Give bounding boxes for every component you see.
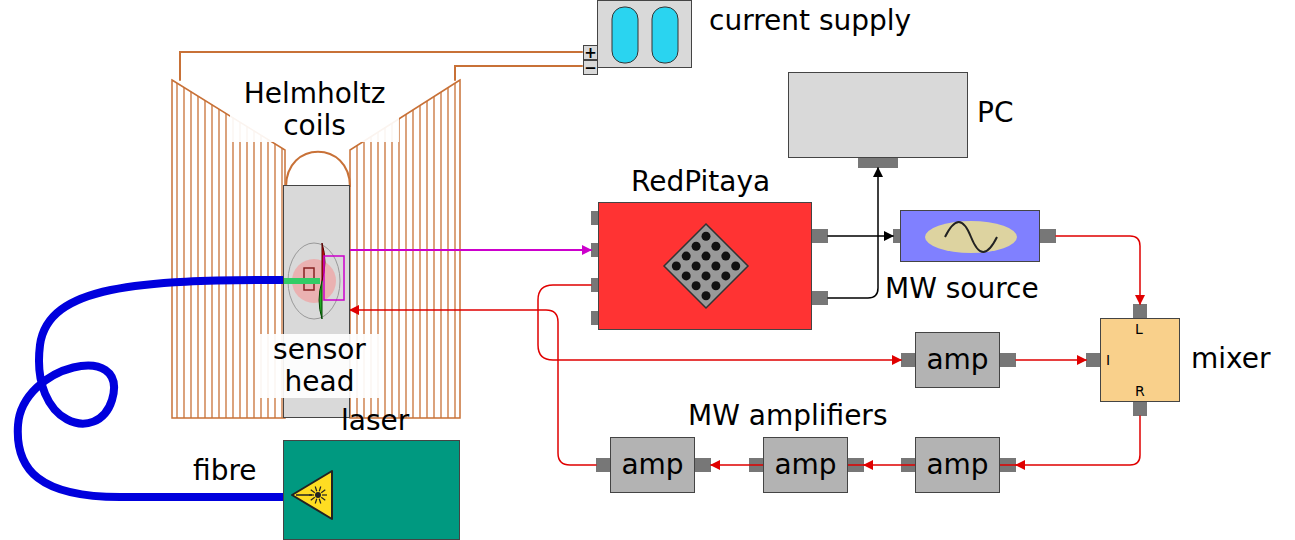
amplifier: amp — [610, 437, 695, 493]
device-label: amp — [611, 449, 694, 481]
amplifier: amp — [763, 437, 848, 493]
signal-connector — [828, 168, 878, 298]
signal-connector — [350, 249, 591, 251]
port-label: L — [1135, 321, 1143, 337]
amplifier: amp — [915, 332, 1000, 388]
device-label: amp — [764, 449, 847, 481]
rp-illustration — [599, 203, 813, 331]
device-label: sensor head — [260, 334, 379, 398]
port-label: R — [1135, 383, 1145, 399]
mw-source: MW source — [900, 210, 1040, 262]
supply-illustration — [598, 1, 693, 69]
pc: PC — [788, 72, 968, 158]
laser: laser — [283, 440, 460, 540]
device-label: PC — [977, 97, 1013, 129]
ports — [591, 158, 1147, 472]
signal-connector — [1056, 236, 1140, 304]
supply-wire — [180, 52, 582, 80]
signal-connector — [1016, 359, 1086, 361]
laser-illustration — [284, 441, 461, 540]
mw-illustration — [901, 211, 1041, 263]
terminal-minus: − — [583, 60, 598, 75]
port-label: I — [1106, 352, 1110, 368]
device-label: amp — [916, 449, 999, 481]
device-label: RedPitaya — [631, 166, 770, 198]
group-label: MW amplifiers — [688, 400, 887, 432]
device-label: mixer — [1191, 343, 1271, 375]
device-label: MW source — [885, 273, 1039, 305]
fibre-label: fibre — [193, 455, 257, 487]
terminal-plus: + — [583, 45, 598, 60]
optical-fibre — [18, 280, 283, 497]
sensor-head: sensor head — [283, 185, 350, 418]
device-label: amp — [916, 344, 999, 376]
amplifier: amp — [915, 437, 1000, 493]
redpitaya: RedPitaya — [598, 202, 812, 330]
device-label: current supply — [709, 5, 911, 37]
device-label: laser — [341, 405, 409, 437]
signal-connector — [828, 235, 893, 237]
device-label: Helmholtz coils — [230, 78, 399, 142]
signal-connector — [1016, 416, 1140, 465]
coil-loop-wire — [286, 152, 350, 187]
current-supply: current supply+− — [597, 0, 692, 68]
mixer: mixerLIR — [1100, 318, 1180, 402]
